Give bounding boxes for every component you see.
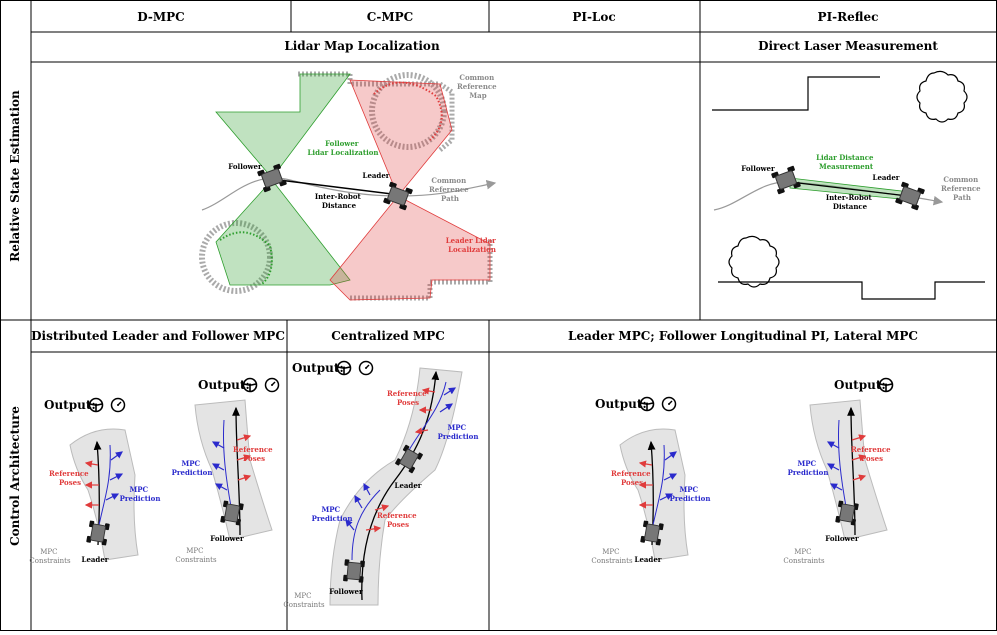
leader-scan-cone xyxy=(329,195,491,301)
direct-laser-title: Direct Laser Measurement xyxy=(758,39,938,53)
output-label: Output: xyxy=(595,397,647,411)
lidar-map-title: Lidar Map Localization xyxy=(284,39,440,53)
mpc-prediction-label: MPC Prediction xyxy=(788,459,829,477)
mpc-prediction-path xyxy=(351,381,447,561)
mpc-prediction-label: MPC Prediction xyxy=(312,505,353,523)
steering-wheel-icon xyxy=(878,377,894,393)
follower-label: Follower xyxy=(825,534,859,543)
obstacle-cloud xyxy=(728,235,780,288)
mpc-constraints-corridor xyxy=(809,399,888,541)
mpc-prediction-path xyxy=(97,444,111,531)
distributed-leader-panel: Output: Reference Poses MPC Prediction M… xyxy=(29,397,161,565)
row-label-control: Control Architecture xyxy=(8,406,22,546)
leader-label: Leader xyxy=(82,555,109,564)
follower-scan-cone xyxy=(215,73,351,179)
mpc-constraints-label: MPC Constraints xyxy=(591,548,633,565)
follower-scan-cone xyxy=(215,179,351,286)
mpc-prediction-path xyxy=(837,419,848,513)
pi-follower-panel: Output: Reference Poses MPC Prediction M… xyxy=(783,377,894,565)
mpc-prediction-label: MPC Prediction xyxy=(172,459,213,477)
pi-leader-panel: Output: Reference Poses MPC Prediction M… xyxy=(591,396,711,565)
mpc-constraints-label: MPC Constraints xyxy=(29,548,71,565)
speedometer-icon xyxy=(110,397,126,413)
inter-robot-distance-label: Inter-Robot Distance xyxy=(826,193,874,211)
speedometer-icon xyxy=(661,396,677,412)
pi-mpc-title: Leader MPC; Follower Longitudinal PI, La… xyxy=(568,329,918,343)
mpc-constraints-corridor xyxy=(329,367,463,606)
reference-poses-label: Reference Poses xyxy=(377,511,419,529)
centralized-panel: Output: Reference Poses MPC Predicti xyxy=(283,360,479,609)
inter-robot-distance-line xyxy=(278,179,393,195)
inter-robot-distance-line xyxy=(789,181,909,197)
mpc-prediction-label: MPC Prediction xyxy=(670,485,711,503)
obstacle-cloud xyxy=(916,70,968,123)
distributed-follower-panel: Output: Reference Poses MPC Prediction M… xyxy=(172,377,280,564)
common-path-label: Common Reference Path xyxy=(941,175,983,202)
mpc-prediction-label: MPC Prediction xyxy=(120,485,161,503)
reference-poses-label: Reference Poses xyxy=(851,445,893,463)
centralized-mpc-title: Centralized MPC xyxy=(331,329,445,343)
follower-label: Follower xyxy=(210,534,244,543)
common-map-label: Common Reference Map xyxy=(457,73,499,100)
wall-bottom xyxy=(718,281,985,300)
reference-poses-label: Reference Poses xyxy=(233,445,275,463)
map-obstacle xyxy=(199,220,273,294)
mpc-prediction-path xyxy=(651,444,665,531)
leader-label: Leader xyxy=(635,555,662,564)
leader-lidar-loc-label: Leader Lidar Localization xyxy=(446,236,499,254)
speedometer-icon xyxy=(358,360,374,376)
follower-label: Follower xyxy=(228,162,262,171)
mpc-constraints-label: MPC Constraints xyxy=(175,547,217,564)
steering-wheel-icon xyxy=(242,377,258,393)
lidar-distance-label: Lidar Distance Measurement xyxy=(816,153,876,171)
reference-path xyxy=(361,370,440,601)
reference-poses-label: Reference Poses xyxy=(49,469,91,487)
mpc-constraints-corridor xyxy=(194,399,273,541)
speedometer-icon xyxy=(264,377,280,393)
leader-scan-cone xyxy=(349,79,453,197)
output-label: Output: xyxy=(44,398,96,412)
leader-label: Leader xyxy=(363,171,390,180)
header-c-mpc: C-MPC xyxy=(367,10,413,24)
reference-poses-label: Reference Poses xyxy=(611,469,653,487)
direct-laser-diagram: Follower Leader Lidar Distance Measureme… xyxy=(712,70,985,300)
map-obstacle xyxy=(369,72,447,150)
mpc-prediction-path xyxy=(222,419,233,513)
leader-label: Leader xyxy=(395,481,422,490)
mpc-constraints-label: MPC Constraints xyxy=(783,548,825,565)
output-label: Output: xyxy=(198,378,250,392)
leader-scan-points xyxy=(373,81,443,141)
reference-poses-label: Reference Poses xyxy=(387,389,429,407)
steering-wheel-icon xyxy=(639,396,655,412)
common-reference-path xyxy=(201,177,497,211)
header-pi-loc: PI-Loc xyxy=(572,10,615,24)
mpc-prediction-label: MPC Prediction xyxy=(438,423,479,441)
steering-wheel-icon xyxy=(88,397,104,413)
steering-wheel-icon xyxy=(336,360,352,376)
row-label-estimation: Relative State Estimation xyxy=(8,90,22,262)
follower-label: Follower xyxy=(741,164,775,173)
follower-label: Follower xyxy=(329,587,363,596)
mpc-constraints-label: MPC Constraints xyxy=(283,592,325,609)
lidar-map-diagram: Follower Leader Follower Lidar Localizat… xyxy=(199,71,499,301)
leader-label: Leader xyxy=(873,173,900,182)
wall-top xyxy=(712,76,880,111)
distributed-mpc-title: Distributed Leader and Follower MPC xyxy=(31,329,285,343)
common-path-label: Common Reference Path xyxy=(429,176,471,203)
header-d-mpc: D-MPC xyxy=(137,10,184,24)
common-reference-path xyxy=(713,181,944,211)
output-label: Output: xyxy=(292,361,344,375)
inter-robot-distance-label: Inter-Robot Distance xyxy=(315,192,363,210)
follower-lidar-loc-label: Follower Lidar Localization xyxy=(307,139,378,157)
mpc-constraints-corridor xyxy=(619,428,689,561)
header-pi-reflec: PI-Reflec xyxy=(818,10,879,24)
output-label: Output: xyxy=(834,378,886,392)
